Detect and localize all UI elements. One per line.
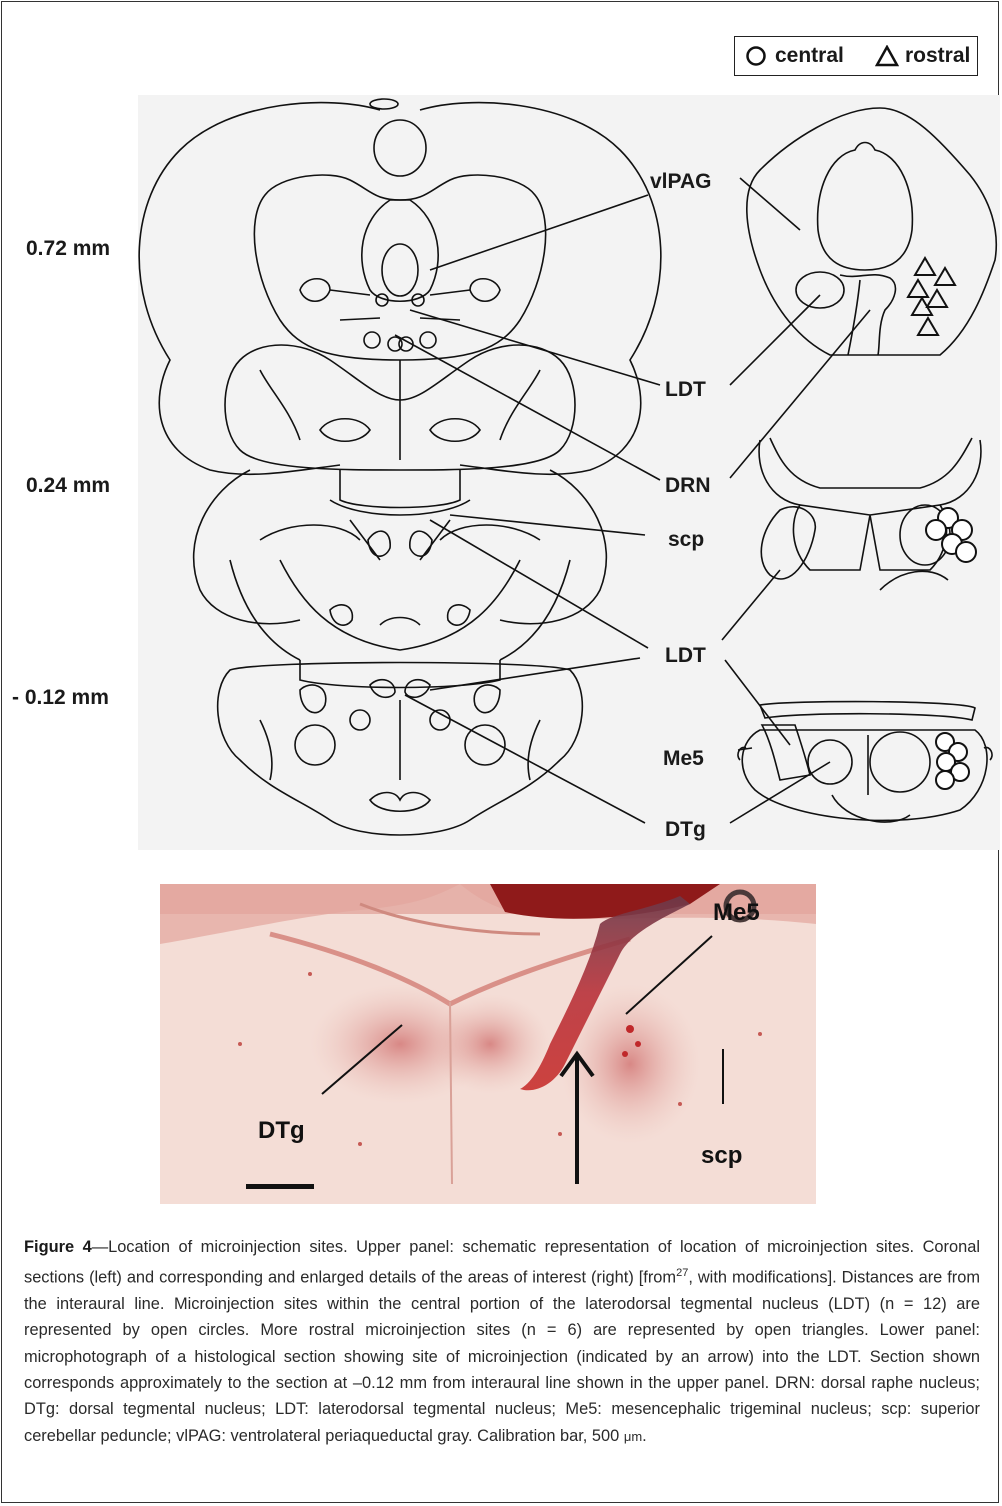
label-scp: scp <box>668 528 704 551</box>
label-me5: Me5 <box>663 747 704 770</box>
histology-photo: Me5 DTg scp <box>160 884 816 1204</box>
distance-label-minus-0-12: - 0.12 mm <box>12 686 109 710</box>
legend-rostral-label: rostral <box>905 44 970 68</box>
caption-text-b: , with modifications]. Distances are fro… <box>24 1269 980 1445</box>
legend-box: central rostral <box>734 36 978 76</box>
distance-label-0-24: 0.24 mm <box>26 474 110 498</box>
label-drn: DRN <box>665 474 711 497</box>
distance-label-0-72: 0.72 mm <box>26 237 110 261</box>
legend-rostral: rostral <box>875 44 970 68</box>
figure-number: Figure 4 <box>24 1238 92 1256</box>
calibration-bar <box>246 1184 314 1189</box>
label-dtg: DTg <box>665 818 706 841</box>
caption-ref: 27 <box>676 1267 688 1279</box>
legend-central: central <box>745 44 844 68</box>
photo-label-scp: scp <box>701 1142 742 1170</box>
schematic-panel: vlPAG LDT DRN scp LDT Me5 DTg <box>138 95 1000 850</box>
open-triangle-icon <box>875 45 899 67</box>
open-circle-icon <box>745 45 767 67</box>
label-ldt-mid: LDT <box>665 644 706 667</box>
caption-text-c: . <box>642 1427 647 1445</box>
legend-central-label: central <box>775 44 844 68</box>
photo-label-dtg: DTg <box>258 1117 305 1145</box>
schematic-drawing: vlPAG LDT DRN scp LDT Me5 DTg <box>138 95 1000 850</box>
photo-label-me5: Me5 <box>713 899 760 927</box>
caption-unit: μm <box>624 1429 642 1444</box>
label-vlpag: vlPAG <box>650 170 711 193</box>
label-ldt-top: LDT <box>665 378 706 401</box>
figure-caption: Figure 4—Location of microinjection site… <box>24 1234 980 1450</box>
